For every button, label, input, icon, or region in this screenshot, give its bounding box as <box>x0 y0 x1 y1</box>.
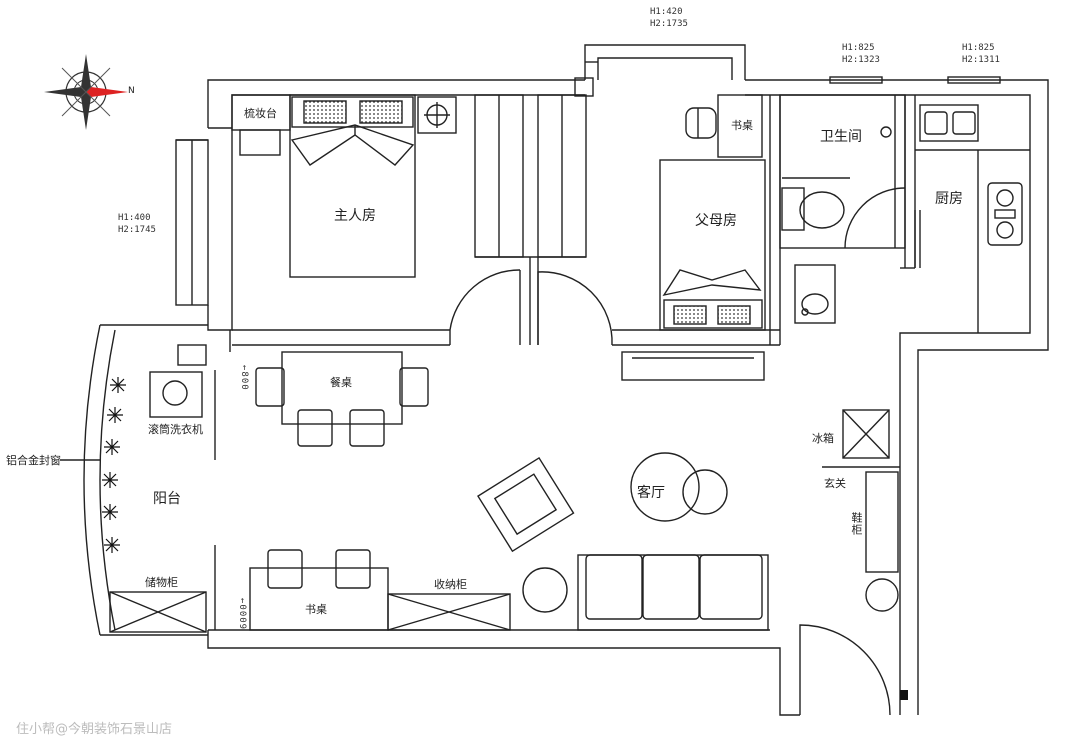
bathroom-label: 卫生间 <box>820 129 862 145</box>
living-room-label: 客厅 <box>637 485 665 501</box>
study-desk-group <box>249 549 511 631</box>
dining-table-group <box>229 330 429 447</box>
balcony-label: 阳台 <box>153 491 181 507</box>
parents-desk-label: 书桌 <box>731 119 753 132</box>
wardrobe-right <box>537 94 587 258</box>
parents-room-label: 父母房 <box>695 213 737 229</box>
bathroom-walls <box>779 94 906 268</box>
top-h2: H2:1735 <box>650 19 688 29</box>
balcony-structure <box>83 324 216 636</box>
locker-label: 收纳柜 <box>434 578 467 591</box>
left-h1: H1:400 <box>118 213 151 223</box>
bath-window <box>829 76 883 84</box>
parents-desk-chair <box>685 107 717 139</box>
top-h1: H1:420 <box>650 7 683 17</box>
kitchen-h1: H1:825 <box>962 43 995 53</box>
left-h2: H2:1745 <box>118 225 156 235</box>
master-bedroom-walls <box>232 269 521 346</box>
top-bay-window <box>574 44 746 97</box>
parents-desk <box>717 94 763 158</box>
dining-table-label: 餐桌 <box>330 376 352 389</box>
bath-h2: H2:1323 <box>842 55 880 65</box>
bedside-lamp <box>417 96 457 134</box>
compass-icon <box>44 54 128 130</box>
vanity-label: 梳妆台 <box>244 107 277 120</box>
fridge-label: 冰箱 <box>812 432 834 445</box>
desk-label: 书桌 <box>305 603 327 616</box>
entrance-furniture <box>799 409 900 716</box>
vanity-stool <box>239 129 281 156</box>
master-bedroom-label: 主人房 <box>334 208 376 224</box>
outer-walls <box>175 79 1049 716</box>
shoe-cabinet-label: 鞋柜 <box>850 512 863 536</box>
desk-dimension: ←0009 <box>237 598 247 631</box>
compass-north-label: N <box>128 86 135 96</box>
dining-dimension: ←800 <box>239 365 249 391</box>
parents-door-arc <box>537 271 613 346</box>
kitchen-window <box>947 76 1001 84</box>
parents-bed <box>659 159 766 331</box>
left-window-dimension: H1:400 H2:1745 <box>118 212 156 236</box>
entrance-label: 玄关 <box>824 477 846 490</box>
bath-window-dimension: H1:825 H2:1323 <box>842 42 880 66</box>
living-room-furniture <box>477 452 769 631</box>
washer-label: 滚筒洗衣机 <box>148 423 203 436</box>
kitchen-window-dimension: H1:825 H2:1311 <box>962 42 1000 66</box>
top-window-dimension: H1:420 H2:1735 <box>650 6 688 30</box>
kitchen-h2: H2:1311 <box>962 55 1000 65</box>
master-bed <box>289 94 416 278</box>
balcony-plants <box>102 377 126 553</box>
storage-cabinet-label: 储物柜 <box>145 576 178 589</box>
wardrobe-left <box>474 94 524 258</box>
kitchen-label: 厨房 <box>935 191 963 207</box>
bath-h1: H1:825 <box>842 43 875 53</box>
watermark: 住小帮@今朝装饰石景山店 <box>16 722 173 737</box>
bathroom-sink <box>794 264 836 324</box>
window-frame-label: 铝合金封窗 <box>6 454 61 467</box>
kitchen-walls <box>900 95 1030 333</box>
door-mark <box>900 690 908 700</box>
